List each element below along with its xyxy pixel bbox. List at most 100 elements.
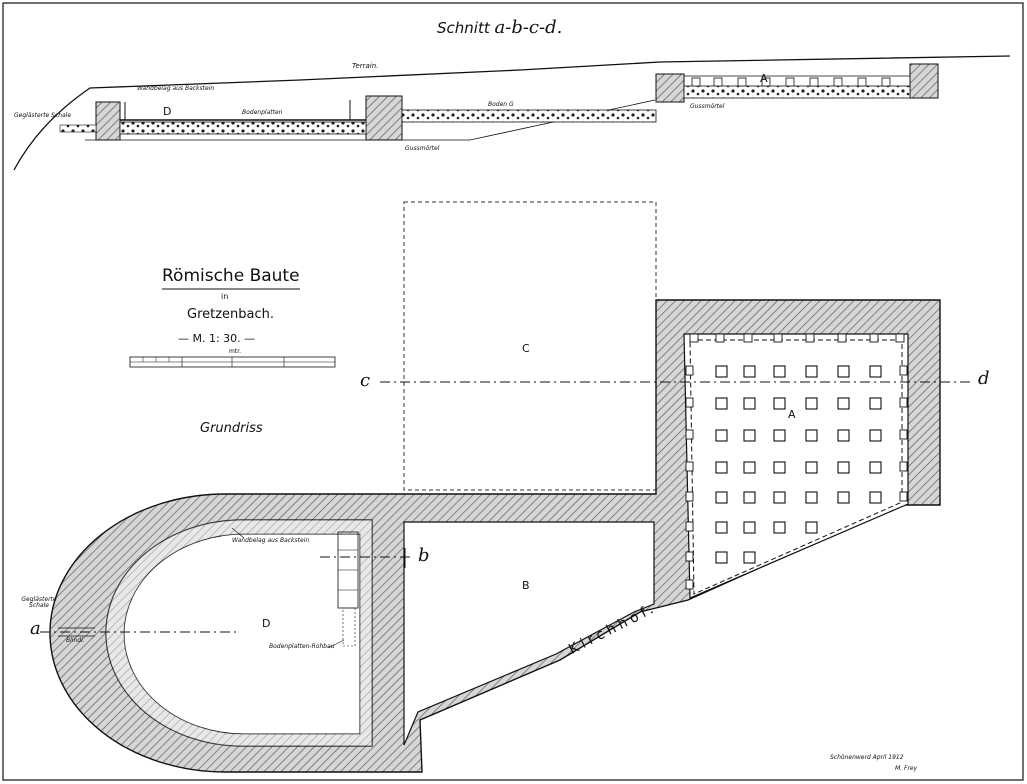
- pillar: [837, 397, 850, 410]
- room-c-label: C: [522, 342, 530, 355]
- section-title-word: Schnitt: [437, 19, 490, 37]
- pillar: [869, 461, 882, 474]
- title-place: Gretzenbach.: [187, 307, 275, 322]
- edge-pillar: [685, 521, 694, 532]
- pillar: [869, 429, 882, 442]
- room-a-label: A: [788, 408, 796, 421]
- section-floor-g: [401, 109, 657, 123]
- pillar: [805, 491, 818, 504]
- section-title: Schnitt a-b-c-d.: [437, 19, 562, 37]
- pillar: [837, 461, 850, 474]
- section-wall-lining-label: Wandbelag aus Backstein: [137, 85, 215, 92]
- pillar: [805, 429, 818, 442]
- edge-pillar: [899, 365, 908, 376]
- section-room-a-label: A: [760, 72, 768, 85]
- edge-pillars: [685, 333, 908, 590]
- edge-pillar: [895, 333, 905, 343]
- room-b-interior: [403, 521, 655, 746]
- pillar: [805, 521, 818, 534]
- edge-pillar: [685, 551, 694, 562]
- room-d-label: D: [262, 617, 271, 630]
- plan-blind-label: Blindl.: [66, 637, 85, 644]
- scale-unit: mtr.: [229, 348, 242, 355]
- edge-pillar: [685, 397, 694, 408]
- section-drawing: [13, 55, 1011, 171]
- edge-pillar: [773, 333, 783, 343]
- signature-author: M. Frey: [895, 765, 918, 772]
- pillar: [869, 491, 882, 504]
- pillar: [715, 397, 728, 410]
- pillar: [869, 365, 882, 378]
- section-mortar-left-label: Gussmörtel: [405, 145, 440, 152]
- plan-floor-plates-label: Bodenplatten-Rohbau: [269, 643, 335, 650]
- section-floor-g-label: Boden G: [488, 101, 514, 108]
- plan-shell-label: Geglästerte Schale: [21, 596, 57, 609]
- pillar: [805, 461, 818, 474]
- pillar: [773, 491, 786, 504]
- section-shell-label: Geglästerte Schale: [14, 112, 72, 119]
- pillar: [743, 521, 756, 534]
- edge-pillar: [715, 333, 725, 343]
- title-scale: — M. 1: 30. —: [178, 332, 256, 345]
- pillar: [715, 365, 728, 378]
- edge-pillar: [899, 429, 908, 440]
- edge-pillar: [685, 461, 694, 472]
- pillar: [837, 429, 850, 442]
- plan-label: Grundriss: [200, 421, 263, 436]
- edge-pillar: [899, 461, 908, 472]
- pillar: [743, 397, 756, 410]
- pillar: [715, 461, 728, 474]
- edge-pillar: [743, 333, 753, 343]
- section-wall-a-left: [655, 73, 685, 103]
- room-c-outline: [403, 201, 657, 491]
- pillar: [743, 491, 756, 504]
- section-wall-d-right: [365, 95, 403, 141]
- section-room-d-label: D: [163, 105, 172, 118]
- pillar: [869, 397, 882, 410]
- section-floor-plates-label: Bodenplatten: [242, 109, 283, 116]
- edge-pillar: [685, 579, 694, 590]
- pillar: [773, 521, 786, 534]
- edge-pillar: [899, 397, 908, 408]
- pillar: [715, 429, 728, 442]
- edge-pillar: [689, 333, 699, 343]
- plan-wall-lining-label: Wandbelag aus Backstein: [232, 537, 310, 544]
- pillar: [773, 397, 786, 410]
- pillar: [715, 521, 728, 534]
- pillar: [743, 551, 756, 564]
- pillar: [805, 397, 818, 410]
- cut-d-label: d: [978, 368, 990, 389]
- section-mortar-right-label: Gussmörtel: [690, 103, 725, 110]
- edge-pillar: [685, 429, 694, 440]
- scale-bar: [129, 356, 336, 368]
- section-pillars: [691, 77, 891, 87]
- title-main: Römische Baute: [162, 266, 300, 286]
- pillar: [773, 365, 786, 378]
- pillar-grid: [715, 365, 882, 564]
- pillar: [773, 429, 786, 442]
- section-title-letters: a-b-c-d.: [494, 17, 563, 38]
- section-wall-a-right: [909, 63, 939, 99]
- edge-pillar: [685, 365, 694, 376]
- cut-c-label: c: [360, 370, 371, 391]
- pillar: [837, 491, 850, 504]
- pillar: [743, 365, 756, 378]
- edge-pillar: [899, 491, 908, 502]
- section-terrain-label: Terrain.: [352, 62, 379, 70]
- section-floor-d: [119, 121, 367, 135]
- signature-place-date: Schönenwerd April 1912: [830, 754, 904, 761]
- room-a-interior: [683, 333, 909, 599]
- edge-pillar: [837, 333, 847, 343]
- edge-pillar: [685, 491, 694, 502]
- pillar: [837, 365, 850, 378]
- pillar: [715, 551, 728, 564]
- cut-a-label: a: [30, 618, 41, 639]
- section-wall-d-left: [95, 101, 121, 141]
- pillar: [715, 491, 728, 504]
- pillar: [743, 429, 756, 442]
- section-floor-a: [683, 85, 911, 99]
- edge-pillar: [805, 333, 815, 343]
- terrain-line: [13, 55, 1011, 171]
